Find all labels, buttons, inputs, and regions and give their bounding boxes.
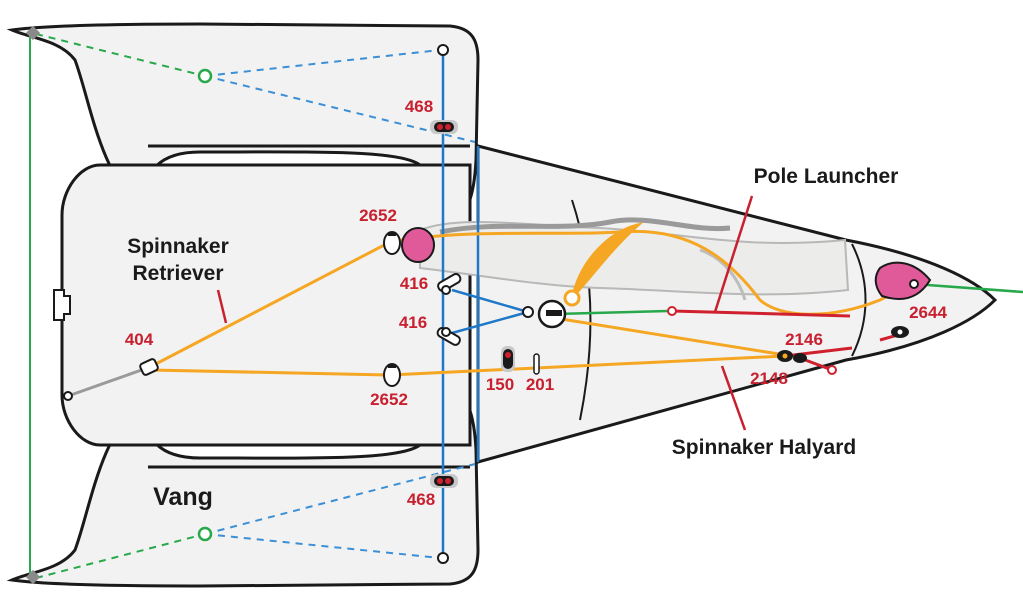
- spinnaker-halyard-label: Spinnaker Halyard: [672, 436, 856, 459]
- block-2146: [777, 350, 807, 363]
- spinnaker-retriever-label-2: Retriever: [132, 262, 223, 285]
- bowsprit-extension: [913, 282, 1023, 294]
- part-468-bottom: 468: [407, 490, 435, 509]
- vang-label: Vang: [153, 483, 213, 511]
- fitting-201: [533, 353, 540, 375]
- part-2652-top: 2652: [359, 206, 397, 225]
- part-201: 201: [526, 375, 554, 394]
- blue-line-to-launcher-a: [451, 288, 529, 314]
- bow-inner-line: [851, 243, 867, 357]
- block-2148: [827, 365, 837, 375]
- cleat-468-bottom: [430, 474, 458, 488]
- dashed-blue-top-a: [204, 49, 441, 77]
- blue-line-to-launcher-b: [451, 310, 529, 335]
- beam-end-bottom: [437, 552, 449, 564]
- retriever-line-up: [149, 240, 391, 369]
- part-404: 404: [125, 330, 154, 349]
- vang-tail-line: [67, 365, 151, 398]
- spinnaker-retriever-label-1: Spinnaker: [127, 235, 229, 258]
- sheave-bottom: [197, 526, 213, 542]
- pole-launcher-line: [671, 309, 851, 318]
- launcher-ring: [563, 289, 581, 307]
- corner-fitting-bottom: [25, 569, 41, 585]
- corner-fitting-top: [25, 25, 41, 41]
- launcher-loop: [570, 222, 644, 302]
- block-404: [139, 358, 159, 376]
- part-2644: 2644: [909, 303, 947, 322]
- leader-retriever: [216, 289, 228, 324]
- dashed-green-top: [35, 33, 206, 77]
- bow-fitting: [909, 279, 919, 289]
- bowsprit-line: [554, 309, 669, 316]
- part-468-top: 468: [405, 97, 433, 116]
- dashed-green-bottom: [35, 533, 206, 579]
- cleat-416-top: [437, 273, 462, 295]
- dashed-blue-bottom-a: [204, 533, 441, 559]
- part-150: 150: [486, 375, 514, 394]
- cleat-468-top: [430, 120, 458, 134]
- leader-halyard: [720, 365, 747, 431]
- pole-launcher-end: [667, 306, 677, 316]
- block-2652-bottom: [383, 363, 401, 387]
- cleat-150: [501, 346, 515, 372]
- sail-fold-2: [699, 248, 747, 301]
- cleat-416-bottom: [436, 326, 461, 346]
- retriever-line-across: [149, 368, 391, 377]
- aft-fitting: [53, 289, 71, 321]
- leader-pole-launcher: [713, 195, 754, 313]
- launcher-turning-block: [522, 306, 534, 318]
- pink-block-aft: [401, 227, 435, 263]
- halyard-line: [554, 316, 786, 357]
- sail-fold: [439, 217, 731, 235]
- block-2652-top: [383, 231, 401, 255]
- retriever-line-fwd: [389, 354, 786, 377]
- pole-launcher-plate: [546, 310, 562, 316]
- sheave-top: [197, 68, 213, 84]
- pole-launcher-label: Pole Launcher: [754, 165, 899, 188]
- beam-end-top: [437, 44, 449, 56]
- vang-tail-end: [63, 391, 73, 401]
- pink-block-bow: [874, 261, 932, 300]
- part-416-bottom: 416: [399, 313, 427, 332]
- part-416-top: 416: [400, 274, 428, 293]
- part-2148: 2148: [750, 369, 788, 388]
- block-2644: [891, 326, 909, 338]
- part-2146: 2146: [785, 330, 823, 349]
- part-2652-bottom: 2652: [370, 390, 408, 409]
